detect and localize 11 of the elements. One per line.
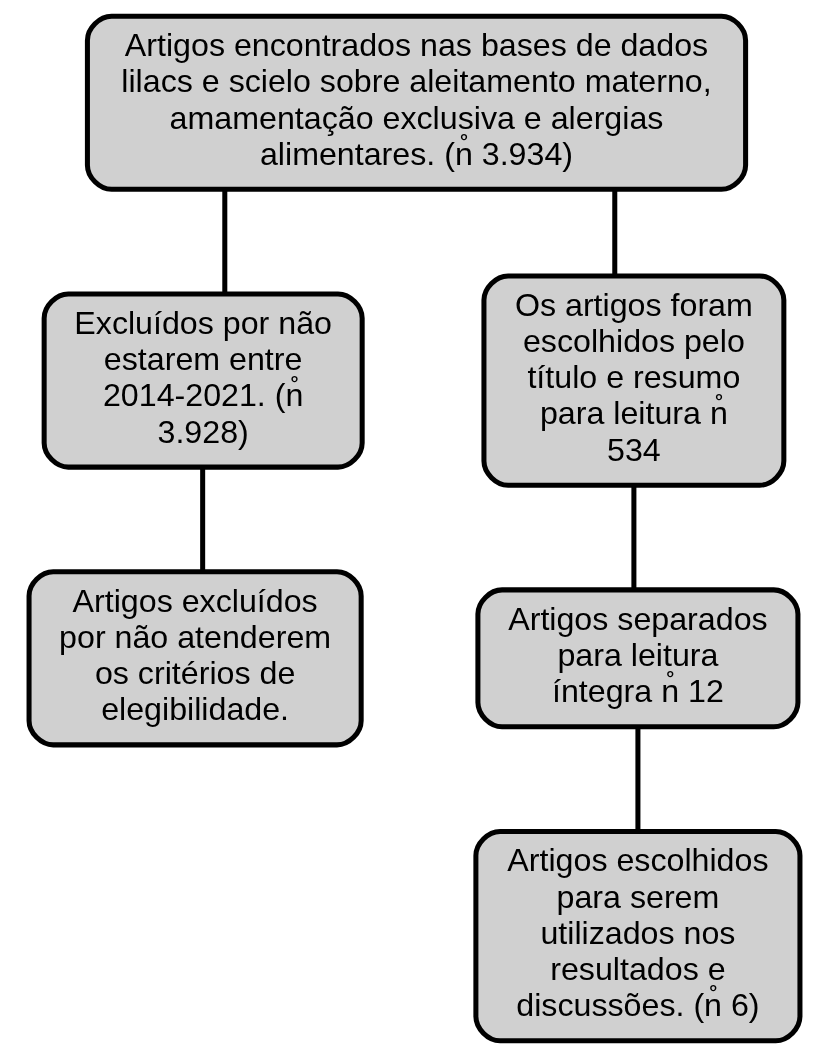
node-box: Excluídos por não estarem entre 2014-2021. (n̊ 3.928)	[41, 291, 365, 470]
node-box: Artigos encontrados nas bases de dados lilacs e scielo sobre aleitamento materno, amamentação exclusiva e alergias alimentares. (n̊ 3.934)	[84, 13, 749, 192]
node-box: Artigos escolhidos para serem utilizados nos resultados e discussões. (n̊ 6)	[473, 828, 803, 1044]
node-box: Artigos separados para leitura íntegra n̊ 12	[475, 587, 801, 730]
connector	[222, 189, 228, 294]
connector	[612, 189, 618, 276]
node-box: Artigos excluídos por não atenderem os critérios de elegibilidade.	[26, 569, 364, 748]
connector	[200, 467, 206, 572]
connector	[635, 727, 641, 831]
node-box: Os artigos foram escolhidos pelo título e resumo para leitura n̊ 534	[481, 273, 787, 488]
connector	[631, 485, 637, 590]
